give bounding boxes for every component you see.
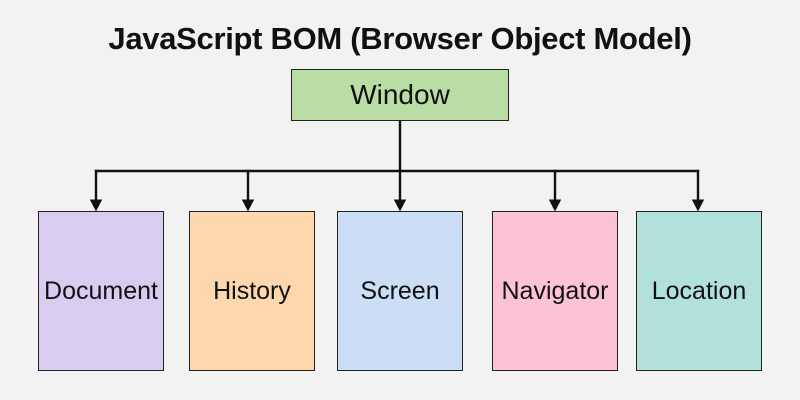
- node-document: Document: [38, 211, 164, 371]
- node-history-label: History: [213, 276, 291, 305]
- node-location-label: Location: [651, 276, 747, 305]
- node-location: Location: [636, 211, 762, 371]
- node-history: History: [189, 211, 315, 371]
- node-screen-label: Screen: [360, 276, 440, 305]
- node-window: Window: [291, 69, 509, 121]
- node-navigator-label: Navigator: [501, 276, 609, 305]
- node-document-label: Document: [44, 276, 158, 305]
- node-screen: Screen: [337, 211, 463, 371]
- node-navigator: Navigator: [492, 211, 618, 371]
- node-window-label: Window: [350, 79, 450, 110]
- diagram-title: JavaScript BOM (Browser Object Model): [108, 21, 692, 56]
- arrowheads: [89, 199, 705, 212]
